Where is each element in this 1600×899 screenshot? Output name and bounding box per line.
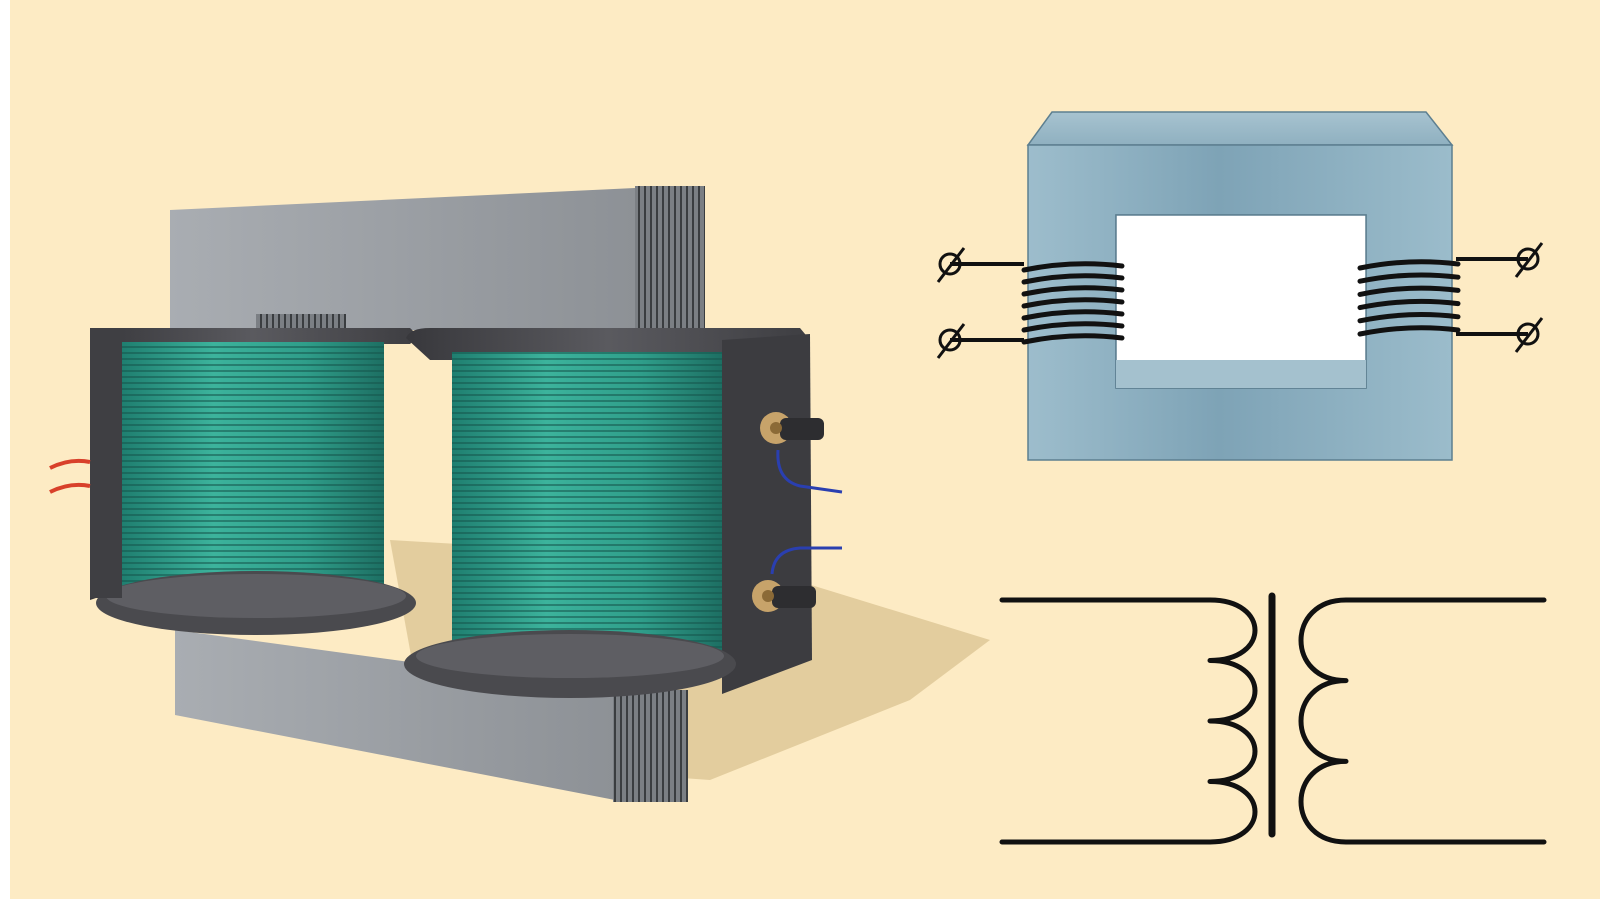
core-lamination-bottom (613, 690, 688, 802)
winding-turn (1357, 312, 1461, 324)
secondary-coil-3d (404, 328, 843, 698)
transformer-schematic-symbol (999, 592, 1547, 845)
core-window-bottom-edge (1116, 360, 1366, 388)
secondary-winding-sketch (1357, 259, 1461, 337)
winding-turn (1021, 261, 1125, 273)
core-bottom-yoke (175, 630, 615, 800)
winding-turn (1021, 333, 1125, 345)
core-top-yoke (170, 188, 635, 330)
core-lamination-top (635, 186, 705, 336)
screw-terminal-lower (752, 580, 816, 612)
screw-terminal-upper (760, 412, 824, 444)
illustration-svg (10, 0, 1600, 899)
winding-turn (1357, 298, 1461, 311)
core-window (1115, 214, 1367, 389)
transformer-3d-model (49, 186, 990, 802)
winding-turn (1021, 273, 1125, 285)
primary-lead-2 (49, 482, 91, 494)
transformer-illustration (10, 0, 1600, 899)
secondary-winding-turns (452, 352, 722, 662)
primary-bobbin-left-wall (90, 328, 122, 598)
winding-turn (1021, 309, 1125, 321)
core-winding-sketch (936, 111, 1544, 461)
core-top-face (1026, 111, 1454, 146)
winding-turn (1357, 325, 1461, 337)
secondary-bobbin-side-plate (722, 334, 812, 694)
core-lamination-gap (256, 314, 346, 328)
primary-winding-sketch (1021, 261, 1125, 345)
primary-coil-symbol (999, 597, 1258, 845)
secondary-bobbin-bottom-flange-top (416, 634, 724, 678)
terminal-circle-slash-icon (1514, 242, 1544, 278)
primary-bobbin-bottom-flange-top (106, 574, 406, 618)
winding-turn (1357, 259, 1461, 271)
winding-turn (1021, 285, 1125, 297)
terminal-circle-slash-icon (936, 323, 966, 359)
terminal-circle-slash-icon (936, 247, 966, 283)
secondary-lead-2 (770, 546, 842, 575)
terminal-circle-slash-icon (1514, 317, 1544, 353)
winding-turn (1357, 272, 1461, 284)
primary-coil-3d (49, 328, 416, 635)
secondary-lead-1 (776, 449, 843, 494)
primary-winding-turns (122, 342, 384, 614)
primary-lead-1 (49, 458, 91, 470)
winding-turn (1021, 321, 1125, 333)
winding-turn (1021, 297, 1125, 309)
secondary-coil-symbol (1298, 597, 1547, 845)
winding-turn (1357, 285, 1461, 297)
